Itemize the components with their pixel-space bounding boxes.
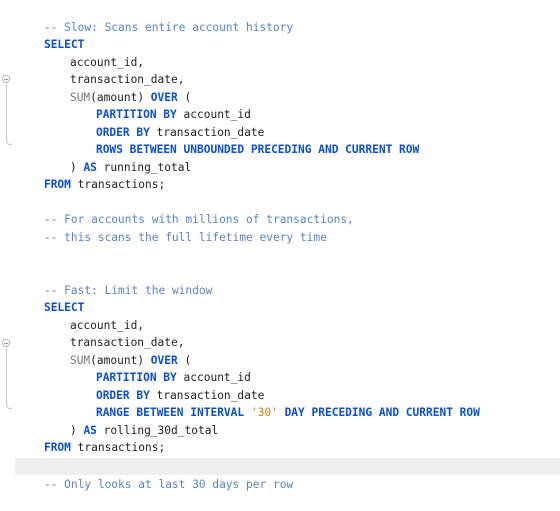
code-line: ) AS running_total: [43, 141, 191, 174]
sql-alias: rolling_30d_total: [96, 423, 219, 437]
code-line: -- Slow: Scans entire account history: [17, 1, 293, 34]
sql-keyword: PARTITION BY: [95, 371, 177, 384]
sql-keyword: AS: [83, 160, 97, 174]
sql-keyword: ORDER BY: [95, 388, 150, 402]
code-line: SELECT: [17, 19, 84, 51]
fold-end-marker: [6, 139, 12, 145]
sql-function: SUM: [69, 353, 91, 367]
code-line: transaction_date,: [43, 54, 185, 86]
sql-alias: running_total: [96, 160, 192, 174]
sql-keyword: ORDER BY: [95, 125, 150, 139]
sql-keyword: FROM: [43, 178, 71, 191]
sql-comment: -- Only looks at last 30 days per row: [43, 477, 294, 491]
sql-column: transaction_date,: [69, 73, 185, 86]
sql-text: ): [69, 160, 84, 174]
code-line: ORDER BY transaction_date: [69, 106, 264, 139]
sql-text: transaction_date: [149, 125, 265, 139]
code-line: -- Fast: Limit the window: [17, 264, 212, 297]
sql-string-literal: '30': [250, 406, 278, 419]
sql-text: ): [69, 423, 84, 437]
sql-column: account_id,: [69, 55, 145, 69]
sql-function: SUM: [69, 90, 91, 104]
code-editor[interactable]: -- Slow: Scans entire account history SE…: [0, 0, 560, 491]
sql-keyword: PARTITION BY: [95, 108, 177, 121]
code-line: -- Only looks at last 30 days per row: [17, 458, 293, 491]
sql-keyword: SELECT: [43, 38, 85, 51]
code-line: ORDER BY transaction_date: [69, 369, 264, 402]
fold-toggle-icon[interactable]: [2, 339, 10, 347]
code-line: ) AS rolling_30d_total: [43, 404, 218, 437]
sql-column: transaction_date,: [69, 336, 185, 349]
code-line: FROM transactions;: [17, 159, 165, 191]
code-line: account_id,: [43, 36, 144, 69]
code-line: -- For accounts with millions of transac…: [17, 194, 354, 226]
current-line-highlight: [15, 458, 560, 475]
fold-guide-line: [6, 84, 7, 140]
sql-keyword: FROM: [43, 441, 71, 454]
sql-keyword: SELECT: [43, 301, 85, 314]
sql-comment: -- Slow: Scans entire account history: [43, 20, 294, 34]
code-line: -- this scans the full lifetime every ti…: [17, 211, 327, 244]
sql-column: account_id,: [69, 318, 145, 332]
sql-text: (: [177, 353, 192, 367]
code-line: transaction_date,: [43, 317, 185, 349]
fold-guide-line: [6, 348, 7, 404]
sql-keyword: OVER: [150, 90, 178, 104]
code-line: PARTITION BY account_id: [69, 89, 251, 121]
sql-comment: -- For accounts with millions of transac…: [43, 213, 354, 226]
sql-text: (: [177, 90, 192, 104]
sql-text: (amount): [90, 353, 151, 367]
sql-comment: -- this scans the full lifetime every ti…: [43, 230, 327, 244]
code-line: PARTITION BY account_id: [69, 352, 251, 384]
sql-comment: -- Fast: Limit the window: [43, 283, 213, 297]
sql-text: account_id: [176, 371, 251, 384]
sql-text: account_id: [176, 108, 251, 121]
sql-keyword: RANGE BETWEEN INTERVAL: [95, 406, 251, 419]
sql-text: transaction_date: [149, 388, 265, 402]
code-line: SELECT: [17, 282, 84, 314]
code-line: SUM(amount) OVER (: [43, 71, 191, 104]
sql-keyword: DAY PRECEDING AND CURRENT ROW: [277, 406, 480, 419]
sql-keyword: OVER: [150, 353, 178, 367]
sql-text: transactions;: [70, 441, 166, 454]
code-line: account_id,: [43, 299, 144, 332]
fold-toggle-icon[interactable]: [2, 75, 10, 83]
fold-end-marker: [6, 403, 12, 409]
sql-keyword: AS: [83, 423, 97, 437]
code-line: RANGE BETWEEN INTERVAL '30' DAY PRECEDIN…: [69, 387, 480, 419]
sql-keyword: ROWS BETWEEN UNBOUNDED PRECEDING AND CUR…: [95, 143, 420, 156]
code-line: ROWS BETWEEN UNBOUNDED PRECEDING AND CUR…: [69, 124, 419, 156]
sql-text: transactions;: [70, 178, 166, 191]
sql-text: (amount): [90, 90, 151, 104]
code-line: SUM(amount) OVER (: [43, 334, 191, 367]
code-line: FROM transactions;: [17, 422, 165, 454]
